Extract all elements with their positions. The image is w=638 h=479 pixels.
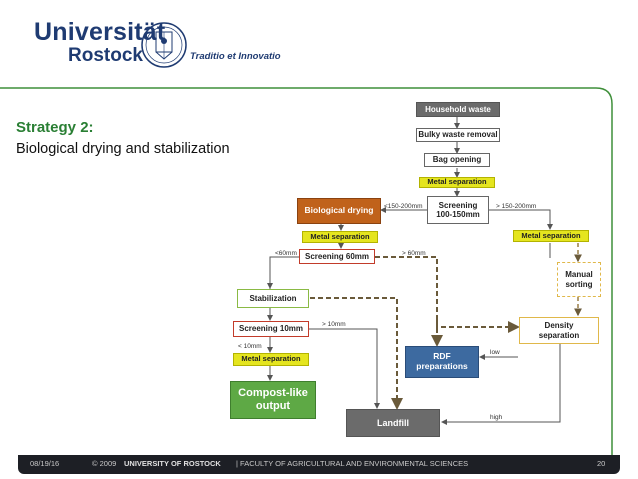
- footer-page-number: 20: [597, 459, 606, 468]
- metal-separation-right-box: Metal separation: [513, 230, 589, 242]
- footer-copyright: © 2009: [92, 459, 117, 468]
- manual-sorting-box: Manual sorting: [557, 262, 601, 297]
- screening-100-150-box: Screening 100-150mm: [427, 196, 489, 224]
- stabilization-box: Stabilization: [237, 289, 309, 308]
- university-name: Universität: [34, 18, 166, 46]
- label-gt-10: > 10mm: [322, 321, 346, 328]
- bag-opening-box: Bag opening: [424, 153, 490, 167]
- label-lt-150-200: <150-200mm: [384, 203, 423, 210]
- manual-sorting-line1: Manual: [565, 270, 593, 280]
- screening-100-150-line2: 100-150mm: [436, 210, 480, 219]
- screening-100-150-line1: Screening: [438, 200, 478, 210]
- label-gt-60: > 60mm: [402, 250, 426, 257]
- university-motto: Traditio et Innovatio: [190, 51, 281, 62]
- screening-10-box: Screening 10mm: [233, 321, 309, 337]
- rdf-preparations-box: RDF preparations: [405, 346, 479, 378]
- bulky-waste-removal-box: Bulky waste removal: [416, 128, 500, 142]
- rdf-preparations-line2: preparations: [416, 361, 468, 371]
- metal-separation-bottom-box: Metal separation: [233, 353, 309, 366]
- footer-faculty: | FACULTY OF AGRICULTURAL AND ENVIRONMEN…: [236, 459, 469, 468]
- footer-date: 08/19/16: [30, 459, 60, 468]
- label-high: high: [490, 414, 503, 421]
- density-separation-box: Density separation: [519, 317, 599, 344]
- metal-separation-left-box: Metal separation: [302, 231, 378, 243]
- manual-sorting-line2: sorting: [565, 279, 593, 289]
- compost-like-output-line2: output: [255, 400, 291, 412]
- landfill-box: Landfill: [346, 409, 440, 437]
- compost-like-output-box: Compost-like output: [230, 381, 316, 419]
- compost-like-output-line1: Compost-like: [238, 387, 308, 400]
- rdf-preparations-line1: RDF: [433, 351, 451, 362]
- screening-60-box: Screening 60mm: [299, 249, 375, 264]
- density-separation-line2: separation: [538, 330, 580, 340]
- university-seal-icon: [141, 22, 187, 68]
- slide-subtitle: Biological drying and stabilization: [16, 141, 230, 157]
- label-gt-150-200: > 150-200mm: [496, 203, 537, 210]
- metal-separation-top-box: Metal separation: [419, 177, 495, 188]
- footer-bar: [18, 455, 620, 474]
- label-lt-10: < 10mm: [238, 343, 262, 350]
- label-low: low: [490, 349, 500, 356]
- density-separation-line1: Density: [544, 321, 574, 331]
- biological-drying-box: Biological drying: [297, 198, 381, 224]
- footer-university: UNIVERSITY OF ROSTOCK: [124, 459, 221, 468]
- slide-title: Strategy 2:: [16, 119, 94, 136]
- household-waste-box: Household waste: [416, 102, 500, 117]
- university-city: Rostock: [68, 45, 143, 66]
- label-lt-60: <60mm: [275, 250, 297, 257]
